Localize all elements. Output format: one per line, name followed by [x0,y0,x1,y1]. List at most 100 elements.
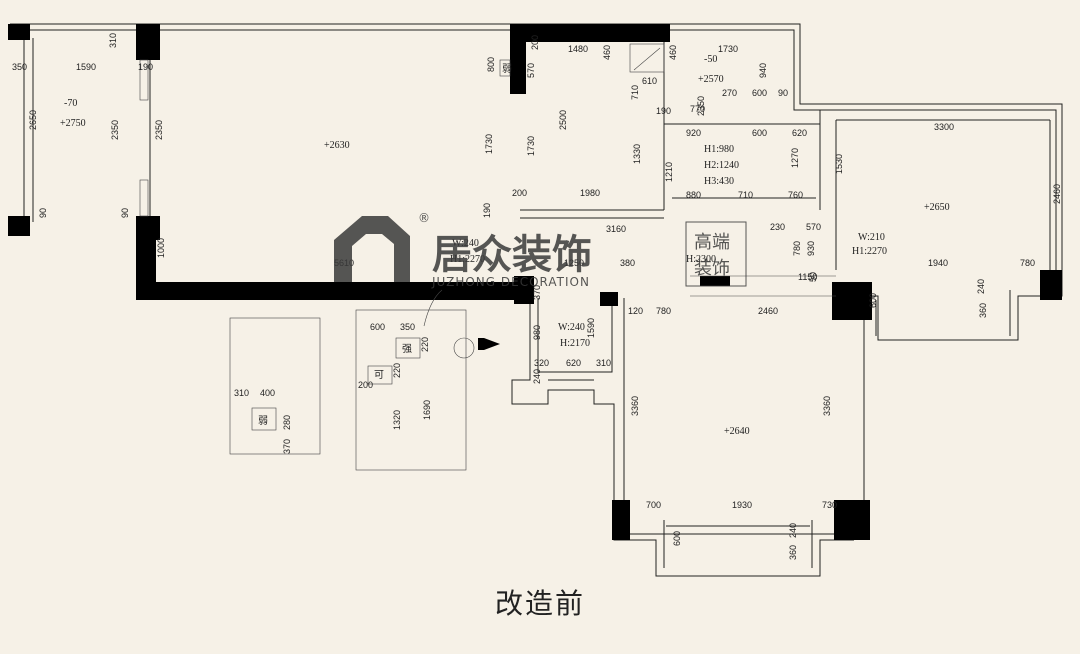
dimension-label: 700 [646,500,661,510]
watermark-brand: 居众装饰 [432,232,592,278]
dimension-label: 880 [686,190,701,200]
dimension-label: 350 [400,322,415,332]
dimension-label: 400 [260,388,275,398]
dimension-label: 600 [868,293,878,308]
height-label: H3:430 [704,176,734,187]
dimension-label: 730 [822,500,837,510]
dimension-labels: 3501590190265023502350310909056101000200… [12,33,1062,560]
dimension-label: 90 [120,208,130,218]
dimension-label: 1210 [664,162,674,182]
door-height-label: H1:2270 [852,246,887,257]
dimension-label: 460 [602,45,612,60]
dimension-label: 1530 [834,154,844,174]
dimension-label: 1730 [526,136,536,156]
dimension-label: 220 [392,363,402,378]
dimension-label: 3360 [630,396,640,416]
dimension-label: 3360 [822,396,832,416]
dimension-label: 1980 [580,188,600,198]
level-label: +2630 [324,140,350,151]
box-label: 可 [374,370,384,381]
dimension-label: 780 [656,306,671,316]
dimension-label: 2460 [758,306,778,316]
details [139,43,836,471]
dimension-label: 1320 [392,410,402,430]
dimension-label: 380 [620,258,635,268]
dimension-label: 310 [596,358,611,368]
height-label: H2:1240 [704,160,739,171]
dimension-label: 610 [642,76,657,86]
weak-current-box-label: 弱 [502,63,512,75]
watermark-sub: JUZHONG DECORATION [431,275,590,289]
dimension-label: 800 [486,57,496,72]
dimension-label: 1930 [732,500,752,510]
dimension-label: 370 [282,439,292,454]
dimension-label: 620 [566,358,581,368]
dimension-label: 920 [686,128,701,138]
dimension-label: 780 [1020,258,1035,268]
dimension-label: 780 [792,241,802,256]
dimension-label: 770 [690,104,705,114]
watermark-badge-top: 高端 [694,232,730,253]
dimension-label: 1590 [76,62,96,72]
dimension-label: 360 [978,303,988,318]
dimension-label: 240 [788,523,798,538]
dimension-label: 2350 [154,120,164,140]
level-label: -50 [704,54,717,65]
level-label: +2640 [724,426,750,437]
dimension-label: 2350 [696,96,706,116]
dimension-label: 350 [12,62,27,72]
dimension-label: 600 [370,322,385,332]
room-labels: -70 +2750 +2630 -50 +2570 +2650 +2640 H1… [60,54,950,437]
dimension-label: 90 [38,208,48,218]
dimension-label: 50 [808,272,818,282]
dimension-label: 3300 [934,122,954,132]
dimension-label: 600 [752,128,767,138]
dimension-label: 620 [792,128,807,138]
dimension-label: 310 [108,33,118,48]
dimension-label: 1590 [586,318,596,338]
dimension-label: 570 [806,222,821,232]
plan-caption: 改造前 [494,587,585,620]
dimension-label: 600 [752,88,767,98]
height-label: H1:980 [704,144,734,155]
dimension-label: 710 [630,85,640,100]
dimension-label: 1730 [718,44,738,54]
dimension-label: 200 [512,188,527,198]
dimension-label: 90 [778,88,788,98]
dimension-label: 940 [758,63,768,78]
dimension-label: 1940 [928,258,948,268]
dimension-label: 710 [738,190,753,200]
door-height-label: H:2300 [686,254,716,265]
dimension-label: 320 [534,358,549,368]
door-width-label: W:240 [452,238,479,249]
door-height-label: H1:2270 [450,254,485,265]
level-label: +2750 [60,118,86,129]
level-label: -70 [64,98,77,109]
dimension-label: 980 [532,325,542,340]
door-height-label: H:2170 [560,338,590,349]
dimension-label: 1270 [790,148,800,168]
dimension-label: 2650 [28,110,38,130]
dimension-label: 310 [234,388,249,398]
dimension-label: 270 [722,88,737,98]
dimension-label: 190 [138,62,153,72]
level-label: +2570 [698,74,724,85]
dimension-label: 1330 [632,144,642,164]
level-label: +2650 [924,202,950,213]
registered-mark: ® [418,211,431,225]
dimension-label: 2350 [110,120,120,140]
dimension-label: 360 [788,545,798,560]
dimension-label: 460 [668,45,678,60]
dimension-label: 230 [770,222,785,232]
dimension-label: 570 [526,63,536,78]
watermark-badge-bottom: 装饰 [694,258,730,279]
dimension-label: 200 [358,380,373,390]
walls [8,24,1062,540]
dimension-label: 600 [672,531,682,546]
dimension-label: 190 [656,106,671,116]
dimension-label: 1730 [484,134,494,154]
dimension-label: 1250 [564,258,584,268]
dimension-label: 1000 [156,238,166,258]
dimension-label: 2460 [1052,184,1062,204]
